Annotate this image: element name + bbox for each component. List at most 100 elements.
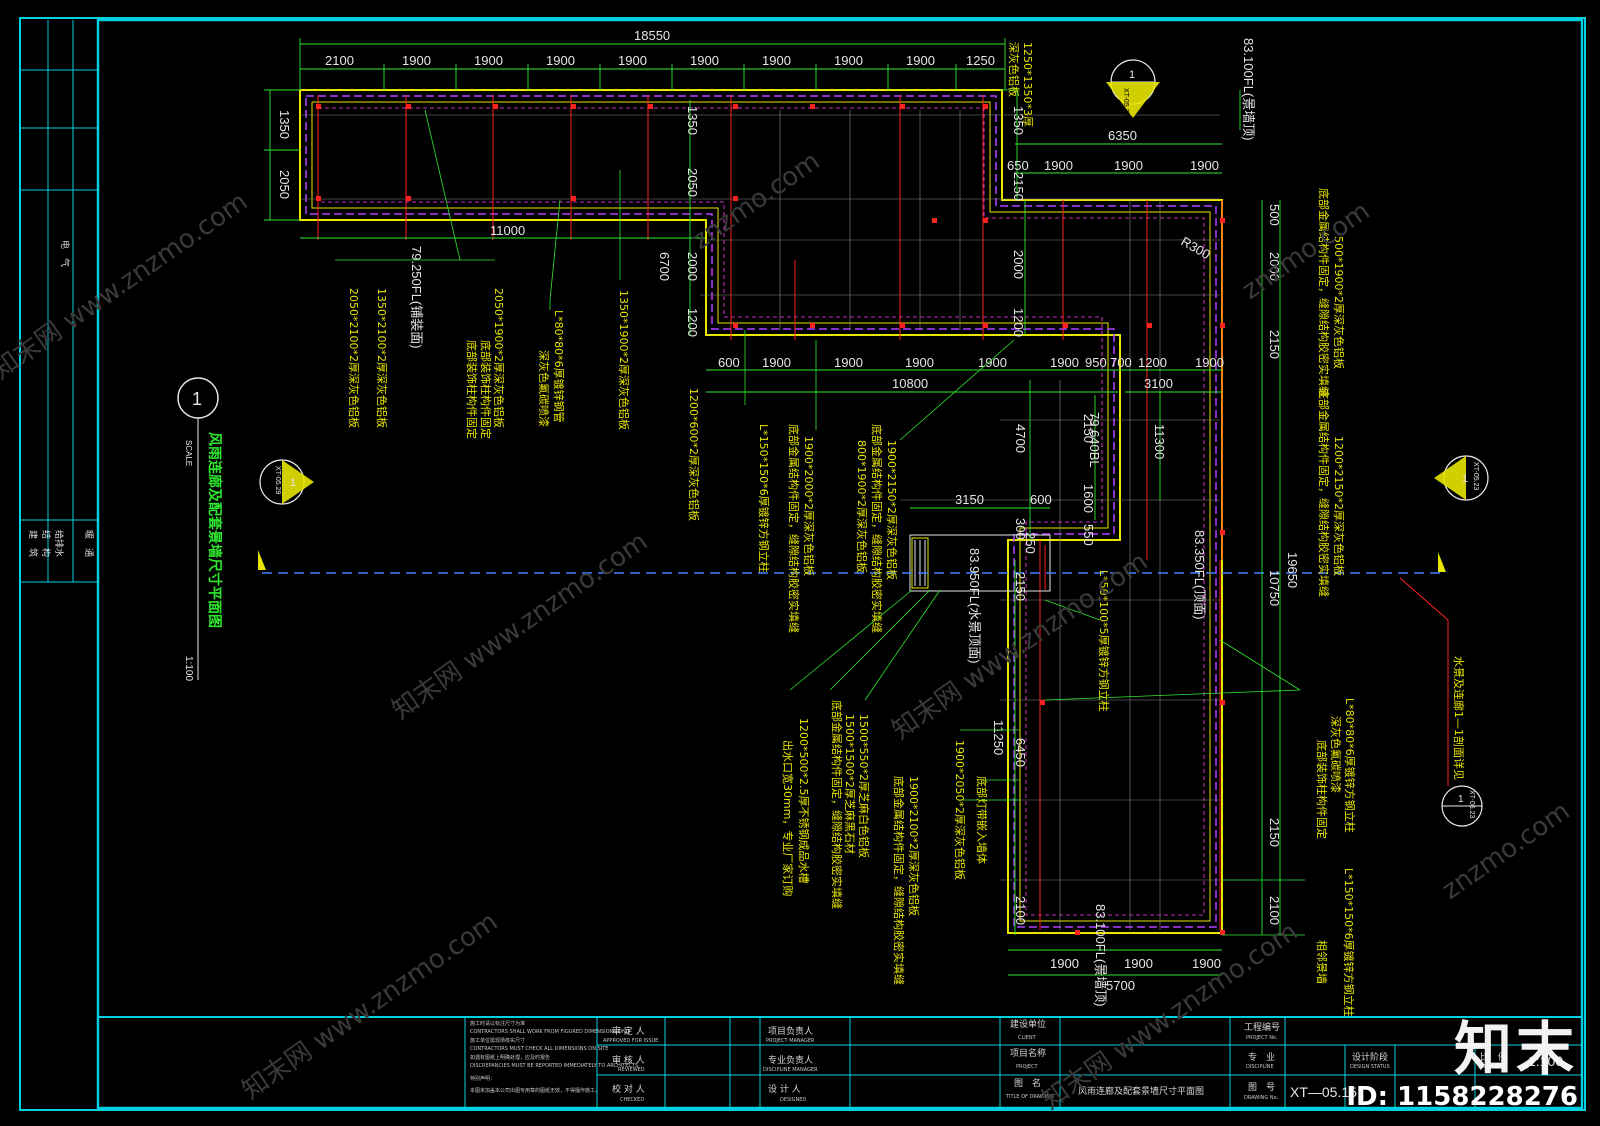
- plan-grid: [300, 110, 1220, 930]
- plan-nodes: [316, 104, 1225, 935]
- dim-col-2000: 2000: [1011, 250, 1026, 279]
- title-block: [97, 1016, 1583, 1109]
- note-9: 1900*2150*2厚深灰色铝板: [885, 440, 899, 580]
- tb-design-status-en: DESIGN STATUS: [1350, 1064, 1390, 1070]
- dimension-lines: [264, 38, 1281, 976]
- watermark-brand: 知末 ID: 1158228276: [1346, 1020, 1578, 1112]
- level-4: 83.950FL(水景顶面): [967, 548, 982, 664]
- strip-row-1: 结 构: [40, 530, 52, 557]
- dim-bottom-row-4: 1900: [978, 355, 1007, 370]
- dim-top-seg-5: 1900: [690, 53, 719, 68]
- note-4b: 底部装饰柱构件固定: [479, 340, 493, 439]
- note-8b: 底部金属结构件固定，缝隙结构胶密实填缝: [787, 424, 801, 633]
- wm-site-0: 知末网 www.znzmo.com: [0, 187, 253, 386]
- tb-note-1: CONTRACTORS SHALL WORK FROM FIGURED DIME…: [470, 1029, 632, 1035]
- strip-row-2: 给排水: [53, 530, 65, 557]
- tb-drawing-no-en: DRAWING No.: [1244, 1095, 1279, 1101]
- tb-note-6: 特别声明：: [470, 1075, 495, 1082]
- strip-row-3: 暖 通: [83, 530, 95, 557]
- dim-top-seg-8: 1900: [906, 53, 935, 68]
- drawing-vertical-title: 风雨连廊及配套景墙尺寸平面图: [206, 432, 223, 628]
- dim-3100: 3100: [1144, 376, 1173, 391]
- dim-right-2150: 2150: [1011, 172, 1026, 201]
- note-12: L*50*100*5厚镀锌方钢立柱: [1097, 570, 1111, 712]
- dim-6450: 6450: [1013, 738, 1028, 767]
- strip-label-electrical: 电 气: [59, 240, 71, 267]
- note-9c: 800*1900*2厚深灰色铝板: [855, 440, 869, 573]
- dim-19650: 19650: [1285, 552, 1300, 588]
- leader-lines: [335, 89, 1305, 936]
- note-15: 1900*2100*2厚深灰色铝板: [907, 776, 921, 916]
- section-marker-left: 1 XT-05.29: [259, 459, 314, 505]
- scale-value-vertical: 1:100: [183, 656, 194, 681]
- dim-bottom-row-7: 700: [1110, 355, 1132, 370]
- tb-project-en: PROJECT: [1016, 1064, 1039, 1070]
- dim-bottom-seg-0: 1900: [1050, 956, 1079, 971]
- note-2: 2050*2100*2厚深灰色铝板: [347, 288, 361, 428]
- dim-top-seg-3: 1900: [546, 53, 575, 68]
- dim-3150: 3150: [955, 492, 984, 507]
- section-top-label: XT-05.29: [1122, 88, 1129, 117]
- note-9b: 底部金属结构件固定，缝隙结构胶密实填缝: [870, 424, 884, 633]
- tb-reviewed-en: REVIEWED: [618, 1067, 645, 1073]
- note-18b: 深灰色氟碳喷漆: [1329, 716, 1343, 793]
- note-19b: 相邻景墙: [1315, 940, 1329, 984]
- tb-note-7: 本图未加盖本公司出图专用章的图纸无效，不得擅作施工。: [470, 1087, 600, 1094]
- dim-r300: R300: [1179, 234, 1213, 263]
- section-marker-right: 1 XT-05.23: [1434, 455, 1489, 501]
- left-title-strip: 电 气 建 筑 结 构 给排水 暖 通: [20, 20, 98, 583]
- wall-inner-outline: [311, 101, 1211, 922]
- dim-r-500: 500: [1267, 204, 1282, 226]
- note-18: L*80*80*6厚镀锌方钢立柱: [1343, 698, 1357, 833]
- dim-r-2150: 2150: [1267, 330, 1282, 359]
- dim-11250: 11250: [991, 720, 1006, 755]
- title-block-text: 施工时请以标注尺寸为准 CONTRACTORS SHALL WORK FROM …: [470, 1018, 1563, 1103]
- note-3b: 底部装饰柱构件固定: [465, 340, 479, 439]
- dim-bottom-row-5: 1900: [1050, 355, 1079, 370]
- watermark-id: ID: 1158228276: [1346, 1082, 1578, 1112]
- tb-project-no-en: PROJECT No.: [1246, 1035, 1278, 1041]
- dim-2150: 2150: [1081, 414, 1096, 443]
- dim-bottom-row-6: 950: [1085, 355, 1107, 370]
- strip-row-0: 建 筑: [27, 530, 39, 557]
- note-6: 1350*1900*2厚深灰色铝板: [617, 290, 631, 430]
- dim-top-seg-0: 2100: [325, 53, 354, 68]
- tb-title-of-drawing: 图 名: [1014, 1077, 1041, 1089]
- dim-bottom-row-2: 1900: [834, 355, 863, 370]
- wall-outer-outline: [299, 89, 1223, 934]
- dim-600: 600: [1030, 492, 1052, 507]
- dim-10800: 10800: [892, 376, 928, 391]
- tb-project: 项目名称: [1010, 1047, 1046, 1059]
- dim-inner-6700: 6700: [657, 252, 672, 281]
- note-4: 2050*1900*2厚深灰色铝板: [492, 288, 506, 428]
- tb-client-en: CLIENT: [1018, 1035, 1037, 1041]
- tb-scale-en: SCALE: [1482, 1064, 1498, 1070]
- dim-2100: 2100: [1267, 896, 1282, 925]
- dim-inner-2050: 2050: [685, 168, 700, 197]
- wm-site-6: znzmo.com: [1237, 196, 1376, 306]
- note-10: 500*1900*2厚深灰色铝板: [1332, 236, 1346, 369]
- wm-site-1: 知末网 www.znzmo.com: [387, 527, 653, 726]
- dim-top-seg-4: 1900: [618, 53, 647, 68]
- plan-walls: [299, 89, 1223, 934]
- note-18c: 底部装饰柱构件固定: [1315, 740, 1329, 839]
- tb-checked: 校 对 人: [612, 1083, 645, 1095]
- tb-design-status: 设计阶段: [1352, 1051, 1388, 1063]
- dim-right-6350: 6350: [1108, 128, 1137, 143]
- wm-site-3: 知末网 www.znzmo.com: [237, 907, 503, 1106]
- level-3: 79.640BL: [1087, 412, 1102, 468]
- dim-2100b: 2100: [1013, 896, 1028, 925]
- dim-10750: 10750: [1267, 570, 1282, 606]
- dim-bottom-row-8: 1200: [1138, 355, 1167, 370]
- dimension-texts: 18550 2100 1900 1900 1900 1900 1900 1900…: [277, 28, 1300, 993]
- tb-drawing-no-value: XT—05.15: [1290, 1084, 1357, 1100]
- dim-top-seg-1: 1900: [402, 53, 431, 68]
- tb-note-5: DISCREPANCIES MUST BE REPORTED IMMEDIATE…: [470, 1063, 638, 1069]
- tb-scale-value: 1:100: [1528, 1053, 1563, 1069]
- tb-pm: 项目负责人: [768, 1025, 813, 1037]
- section-arrow-left: [258, 550, 266, 570]
- tb-checked-en: CHECKED: [620, 1097, 644, 1103]
- note-11: 1200*2150*2厚深灰色铝板: [1332, 436, 1346, 576]
- tb-dm: 专业负责人: [768, 1054, 813, 1066]
- dim-inner-2000: 2000: [685, 252, 700, 281]
